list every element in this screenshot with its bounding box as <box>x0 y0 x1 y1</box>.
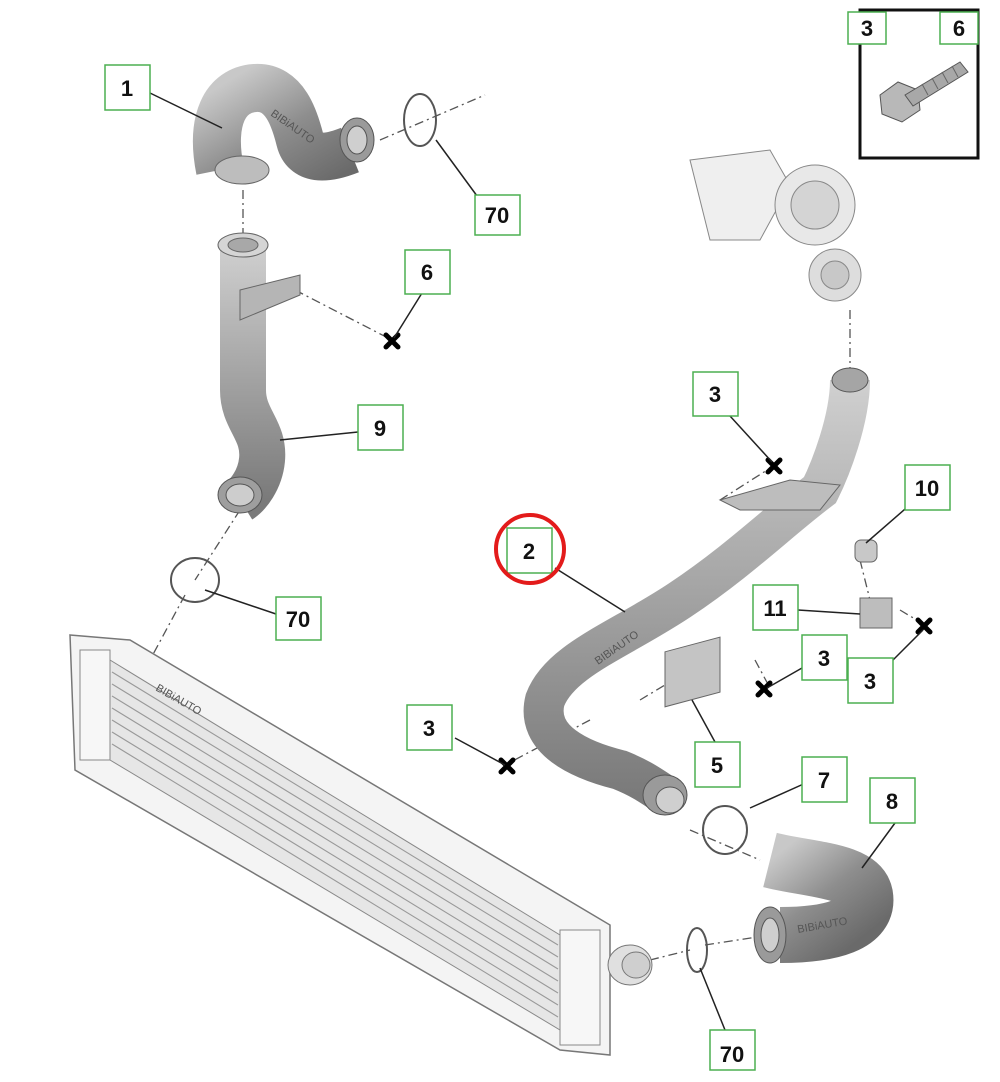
highlight-circle <box>494 513 566 585</box>
label-70-bottom: 70 <box>709 1029 756 1071</box>
screw-marks <box>383 332 933 775</box>
svg-text:3: 3 <box>864 669 876 694</box>
inset-panel: 3 6 <box>847 8 980 160</box>
svg-text:3: 3 <box>818 646 830 671</box>
svg-text:10: 10 <box>915 476 939 501</box>
pipe-main <box>523 367 870 816</box>
svg-text:6: 6 <box>421 260 433 285</box>
hose-mid <box>217 232 301 520</box>
label-3-b: 3 <box>801 634 848 681</box>
intercooler <box>69 634 653 1056</box>
svg-text:70: 70 <box>485 203 509 228</box>
label-3-c: 3 <box>847 657 894 704</box>
brackets <box>664 539 893 708</box>
svg-text:11: 11 <box>763 596 786 621</box>
svg-text:2: 2 <box>523 539 535 564</box>
svg-text:8: 8 <box>886 789 898 814</box>
inset-label-3-text: 3 <box>861 16 873 41</box>
bolt-icon <box>879 61 969 123</box>
svg-text:1: 1 <box>121 76 133 101</box>
clamps <box>170 93 748 973</box>
leader-lines <box>149 92 924 1031</box>
inset-label-3 <box>847 11 887 45</box>
label-7: 7 <box>801 756 848 803</box>
label-10: 10 <box>904 464 951 511</box>
svg-text:3: 3 <box>709 382 721 407</box>
label-70-mid: 70 <box>275 596 322 641</box>
inset-label-6-text: 6 <box>953 16 965 41</box>
svg-text:9: 9 <box>374 416 386 441</box>
label-3-a: 3 <box>692 371 739 417</box>
hose-upper <box>192 64 375 185</box>
svg-text:3: 3 <box>423 716 435 741</box>
part-labels: 1 70 6 9 70 2 3 10 <box>104 64 951 1071</box>
label-2-highlighted: 2 <box>494 513 566 585</box>
label-6: 6 <box>404 249 451 295</box>
svg-text:5: 5 <box>711 753 723 778</box>
label-5: 5 <box>694 741 741 788</box>
label-11: 11 <box>752 584 799 631</box>
hose-lower <box>753 832 894 964</box>
label-9: 9 <box>357 404 404 451</box>
label-70-top: 70 <box>474 194 521 236</box>
inset-label-6 <box>939 11 979 45</box>
turbocharger <box>689 149 862 302</box>
svg-text:7: 7 <box>818 768 830 793</box>
label-1: 1 <box>104 64 151 111</box>
label-3-d: 3 <box>406 704 453 751</box>
label-8: 8 <box>869 777 916 824</box>
svg-text:70: 70 <box>720 1042 744 1067</box>
svg-text:70: 70 <box>286 607 310 632</box>
